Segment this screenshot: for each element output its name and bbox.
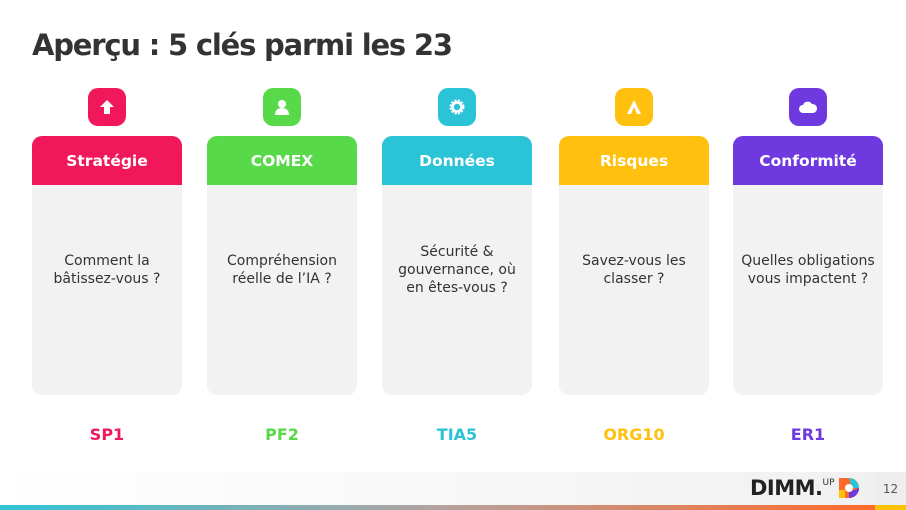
key-card: Données Sécurité & gouvernance, où en êt… bbox=[382, 136, 532, 395]
arrow-up-icon bbox=[88, 88, 126, 126]
logo-sup: UP bbox=[822, 478, 835, 488]
page-number: 12 bbox=[875, 472, 906, 505]
card-code: TIA5 bbox=[436, 425, 478, 444]
dimm-up-logo: DIMM. UP bbox=[750, 476, 863, 500]
key-card: Conformité Quelles obligations vous impa… bbox=[733, 136, 883, 395]
gear-icon bbox=[438, 88, 476, 126]
card-question: Compréhension réelle de l’IA ? bbox=[227, 253, 337, 287]
card-header: Risques bbox=[559, 136, 709, 185]
card-code: SP1 bbox=[89, 425, 125, 444]
footer bbox=[0, 472, 906, 505]
key-column-4: Conformité Quelles obligations vous impa… bbox=[733, 88, 883, 444]
key-card: COMEX Compréhension réelle de l’IA ? bbox=[207, 136, 357, 395]
card-question: Sécurité & gouvernance, où en êtes-vous … bbox=[398, 244, 516, 296]
key-card: Risques Savez-vous les classer ? bbox=[559, 136, 709, 395]
card-question: Savez-vous les classer ? bbox=[582, 253, 686, 287]
card-header: Stratégie bbox=[32, 136, 182, 185]
page-title: Aperçu : 5 clés parmi les 23 bbox=[32, 28, 453, 62]
key-column-3: Risques Savez-vous les classer ? ORG10 bbox=[559, 88, 709, 444]
key-card: Stratégie Comment la bâtissez-vous ? bbox=[32, 136, 182, 395]
card-code: ER1 bbox=[790, 425, 826, 444]
triangle-icon bbox=[615, 88, 653, 126]
card-question: Comment la bâtissez-vous ? bbox=[53, 253, 161, 287]
card-code: PF2 bbox=[265, 425, 299, 444]
card-code: ORG10 bbox=[603, 425, 665, 444]
card-header: COMEX bbox=[207, 136, 357, 185]
card-header: Données bbox=[382, 136, 532, 185]
key-column-0: Stratégie Comment la bâtissez-vous ? SP1 bbox=[32, 88, 182, 444]
bottom-accent-bar bbox=[875, 505, 906, 510]
user-icon bbox=[263, 88, 301, 126]
bottom-gradient-bar bbox=[0, 505, 875, 510]
logo-mark-icon bbox=[838, 478, 859, 498]
card-question: Quelles obligations vous impactent ? bbox=[741, 253, 875, 287]
logo-text: DIMM. bbox=[750, 476, 823, 500]
key-column-2: Données Sécurité & gouvernance, où en êt… bbox=[382, 88, 532, 444]
card-header: Conformité bbox=[733, 136, 883, 185]
cloud-icon bbox=[789, 88, 827, 126]
key-column-1: COMEX Compréhension réelle de l’IA ? PF2 bbox=[207, 88, 357, 444]
